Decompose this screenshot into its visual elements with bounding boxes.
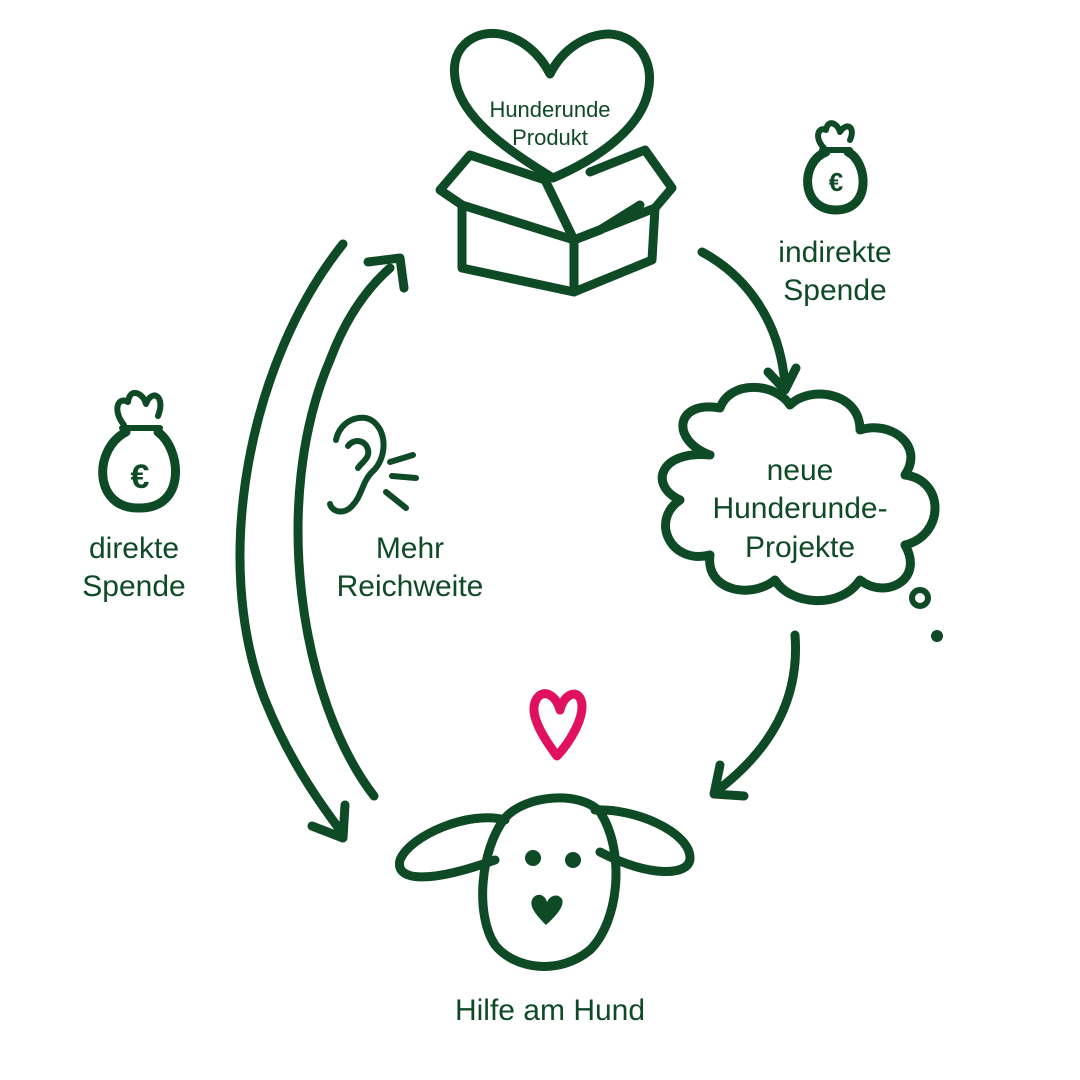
arrow-direct-donation (235, 239, 350, 843)
new-projects-line3: Projekte (744, 530, 856, 564)
product-label-line1: Hunderunde (489, 97, 611, 122)
indirect-donation-line1: indirekte (778, 236, 892, 269)
love-heart-icon (529, 689, 587, 761)
new-projects-line2: Hunderunde- (712, 492, 888, 526)
indirect-donation-line2: Spende (783, 274, 887, 308)
product-label: Hunderunde Produkt (480, 96, 620, 152)
open-box-icon (435, 145, 677, 297)
direct-donation-label: direkte Spende (64, 530, 204, 607)
new-projects-line1: neue (766, 454, 834, 487)
direct-donation-line2: Spende (82, 570, 186, 604)
money-bag-icon-indirect (803, 120, 868, 215)
help-dog-label: Hilfe am Hund (454, 994, 646, 1027)
arrow-box-to-cloud (697, 247, 801, 395)
arrow-cloud-to-dog (709, 630, 801, 801)
dog-face-icon (395, 793, 695, 971)
indirect-donation-label: indirekte Spende (755, 234, 915, 311)
money-bag-icon-direct (98, 389, 180, 513)
cloud-icon (657, 382, 943, 642)
product-heart-icon (449, 28, 654, 183)
direct-donation-line1: direkte (88, 532, 180, 565)
euro-symbol-indirect: € (828, 167, 844, 197)
product-label-line2: Produkt (512, 125, 588, 151)
more-reach-line2: Reichweite (336, 570, 484, 604)
euro-symbol-direct: € (130, 458, 150, 496)
new-projects-label: neue Hunderunde- Projekte (700, 452, 900, 567)
ear-icon (327, 414, 419, 515)
more-reach-line1: Mehr (375, 532, 445, 565)
arrow-more-reach (293, 253, 409, 801)
more-reach-label: Mehr Reichweite (320, 530, 500, 607)
